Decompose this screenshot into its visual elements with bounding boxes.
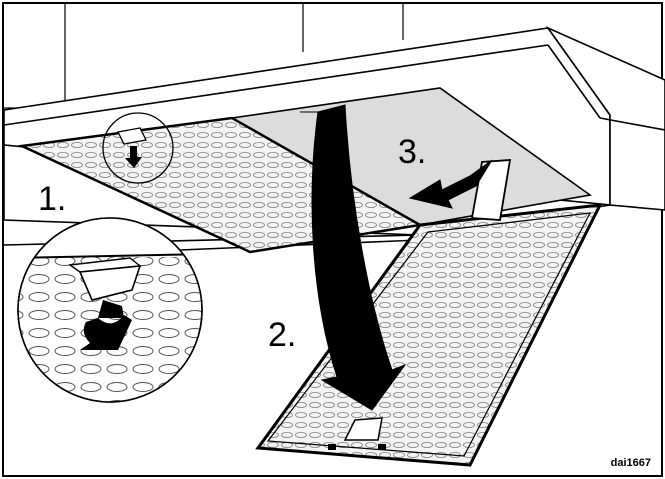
step-3-label: 3.	[398, 133, 427, 171]
arrow-pull-down	[311, 104, 407, 411]
filter-handle	[343, 417, 383, 441]
figure-code: dai1667	[610, 457, 651, 469]
zoom-magnifier	[17, 217, 203, 403]
latch-small	[117, 127, 147, 145]
arrow-small-down	[125, 146, 142, 168]
arrow-slide-back	[408, 159, 493, 209]
detail-circle	[102, 112, 174, 184]
removed-grease-filter	[255, 203, 603, 467]
step-2-label: 2.	[268, 316, 297, 354]
step-1-label: 1.	[38, 180, 67, 218]
